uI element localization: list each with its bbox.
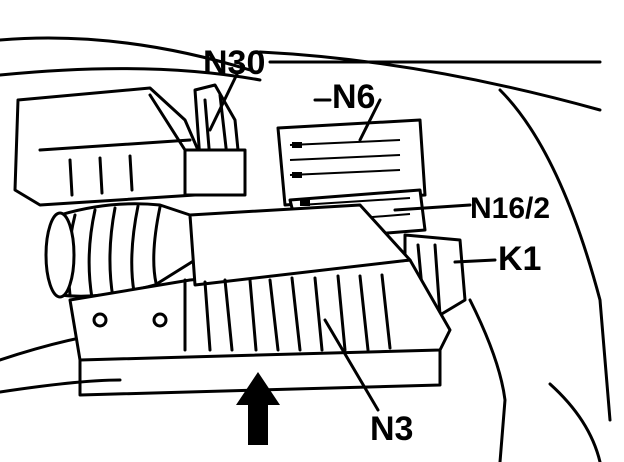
n6-relay-module xyxy=(276,118,427,207)
n30-bracket xyxy=(183,83,247,197)
label-n16-2: N16/2 xyxy=(470,192,550,225)
leader-lines xyxy=(208,60,602,412)
label-k1: K1 xyxy=(498,240,541,278)
up-arrow-icon xyxy=(236,372,280,445)
label-n6: N6 xyxy=(332,78,375,116)
label-n3: N3 xyxy=(370,410,413,448)
n3-control-unit xyxy=(68,203,452,397)
intake-hose xyxy=(44,202,197,300)
label-n30: N30 xyxy=(203,44,265,82)
air-filter-housing xyxy=(13,86,200,207)
